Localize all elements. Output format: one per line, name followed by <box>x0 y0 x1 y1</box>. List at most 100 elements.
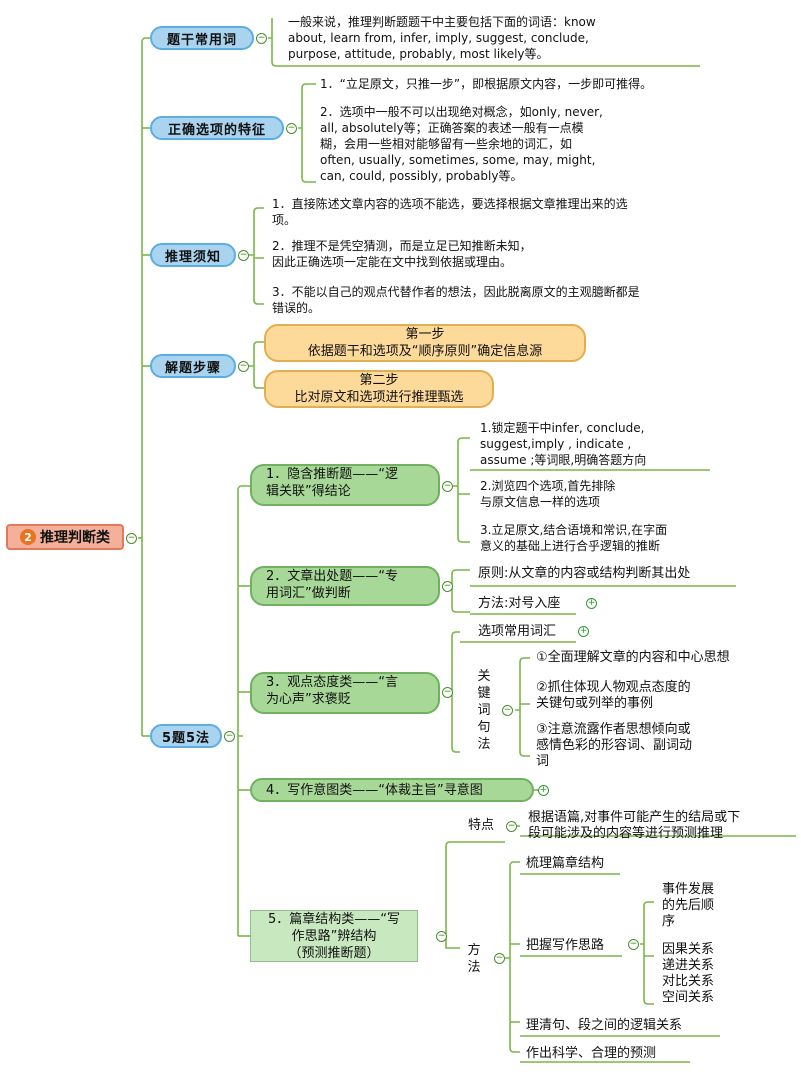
expand-toggle[interactable]: + <box>586 598 597 609</box>
collapse-toggle[interactable]: − <box>224 731 235 742</box>
collapse-toggle[interactable]: − <box>494 953 505 964</box>
vertical-text: 关键词句法 <box>477 669 491 752</box>
t5-method-4: 作出科学、合理的预测 <box>526 1046 657 1061</box>
text-line: purpose, attitude, probably, most likely… <box>288 47 549 61</box>
root-topic[interactable]: 2 推理判断类 <box>6 524 124 550</box>
step-desc: 依据题干和选项及“顺序原则”确定信息源 <box>307 344 543 359</box>
branch-label: 推理须知 <box>164 249 221 265</box>
text-line: 空间关系 <box>662 990 715 1005</box>
collapse-toggle[interactable]: − <box>436 931 447 942</box>
t5-method-2: 把握写作思路 <box>526 938 605 953</box>
priority-badge: 2 <box>20 529 36 545</box>
text-line: （预测推断题） <box>288 945 380 961</box>
text-line: 2．选项中一般不可以出现绝对概念，如only, never, <box>320 105 603 119</box>
t3-item-1: ①全面理解文章的内容和中心思想 <box>536 650 730 666</box>
expand-toggle[interactable]: + <box>538 785 549 796</box>
text-line: 辑关联”得结论 <box>266 484 351 499</box>
t5-feature-text: 根据语篇,对事件可能产生的结局或下 段可能涉及的内容等进行预测推理 <box>528 810 740 842</box>
text-line: 根据语篇,对事件可能产生的结局或下 <box>528 810 741 825</box>
step-desc: 比对原文和选项进行推理甄选 <box>294 390 464 405</box>
branch-steps[interactable]: 解题步骤 <box>150 354 236 378</box>
note-item-3: 3．不能以自己的观点代替作者的想法，因此脱离原文的主观臆断都是 错误的。 <box>272 284 640 316</box>
text-line: 3．不能以自己的观点代替作者的想法，因此脱离原文的主观臆断都是 <box>272 285 640 299</box>
branch-features[interactable]: 正确选项的特征 <box>150 116 284 140</box>
note-item-2: 2．推理不是凭空猜测，而是立足已知推断未知， 因此正确选项一定能在文中找到依据或… <box>272 238 532 270</box>
type-attitude[interactable]: 3．观点态度类——“言 为心声”求褒贬 <box>250 672 440 714</box>
text-line: often, usually, sometimes, some, may, mi… <box>320 153 596 167</box>
step-2[interactable]: 第二步 比对原文和选项进行推理甄选 <box>264 370 494 408</box>
branch-label: 解题步骤 <box>164 360 221 376</box>
t5-method-label: 方法 <box>466 942 482 976</box>
text-line: all, absolutely等；正确答案的表述一般有一点模 <box>320 121 584 135</box>
text-line: 用词汇”做判断 <box>266 586 351 601</box>
type-writing-intent[interactable]: 4．写作意图类——“体裁主旨”寻意图 <box>250 778 534 802</box>
text-line: ③注意流露作者思想倾向或 <box>536 722 691 737</box>
branch-notes[interactable]: 推理须知 <box>150 243 236 267</box>
text-line: 3．观点态度类——“言 <box>266 675 399 690</box>
collapse-toggle[interactable]: − <box>238 361 249 372</box>
text-line: 作思路”辨结构 <box>291 928 377 944</box>
branch-tigan-text: 一般来说，推理判断题题干中主要包括下面的词语：know about, learn… <box>288 14 596 62</box>
text-line: 1.锁定题干中infer, conclude, <box>480 421 645 435</box>
step-1[interactable]: 第一步 依据题干和选项及“顺序原则”确定信息源 <box>264 324 586 362</box>
t2-method: 方法:对号入座 <box>478 596 561 611</box>
text-line: suggest,imply , indicate , <box>480 437 632 451</box>
collapse-toggle[interactable]: − <box>256 33 267 44</box>
root-label: 推理判断类 <box>40 530 110 546</box>
text-line: 4．写作意图类——“体裁主旨”寻意图 <box>266 782 483 798</box>
t1-item-3: 3.立足原文,结合语境和常识,在字面 意义的基础上进行合乎逻辑的推断 <box>480 522 667 554</box>
t1-item-2: 2.浏览四个选项,首先排除 与原文信息一样的选项 <box>480 478 615 510</box>
text-line: 意义的基础上进行合乎逻辑的推断 <box>480 539 661 553</box>
t5-method-1: 梳理篇章结构 <box>526 856 605 871</box>
text-line: 1．直接陈述文章内容的选项不能选，要选择根据文章推理出来的选 <box>272 197 628 211</box>
collapse-toggle[interactable]: − <box>502 705 513 716</box>
branch-tigan[interactable]: 题干常用词 <box>150 26 254 50</box>
text-line: 糊，会用一些相对能够留有一些余地的词汇，如 <box>320 137 573 151</box>
branch-label: 5题5法 <box>161 730 211 746</box>
text-line: 的先后顺 <box>662 898 715 913</box>
t3-item-2: ②抓住体现人物观点态度的 关键句或列举的事例 <box>536 680 691 712</box>
collapse-toggle[interactable]: − <box>506 821 517 832</box>
text-line: 因此正确选项一定能在文中找到依据或理由。 <box>272 255 513 269</box>
type-implied-inference[interactable]: 1．隐含推断题——“逻 辑关联”得结论 <box>250 464 440 506</box>
type-source[interactable]: 2．文章出处题——“专 用词汇”做判断 <box>250 566 440 606</box>
text-line: 为心声”求褒贬 <box>266 692 351 707</box>
collapse-toggle[interactable]: − <box>628 939 639 950</box>
t5-method-3: 理清句、段之间的逻辑关系 <box>526 1018 683 1033</box>
feature-item-2: 2．选项中一般不可以出现绝对概念，如only, never, all, abso… <box>320 104 603 184</box>
text-line: 因果关系 <box>662 942 715 957</box>
t1-item-1: 1.锁定题干中infer, conclude, suggest,imply , … <box>480 420 646 468</box>
t2-principle: 原则:从文章的内容或结构判断其出处 <box>478 566 691 581</box>
vertical-text: 方法 <box>467 943 481 975</box>
text-line: can, could, possibly, probably等。 <box>320 169 523 183</box>
text-line: 感情色彩的形容词、副词动 <box>536 738 693 753</box>
t5-sub-1: 事件发展 的先后顺 序 <box>662 882 714 930</box>
text-line: 递进关系 <box>662 958 715 973</box>
type-structure[interactable]: 5．篇章结构类——“写 作思路”辨结构 （预测推断题） <box>250 910 418 962</box>
collapse-toggle[interactable]: − <box>286 123 297 134</box>
expand-toggle[interactable]: + <box>578 626 589 637</box>
text-line: 3.立足原文,结合语境和常识,在字面 <box>480 523 668 537</box>
collapse-toggle[interactable]: − <box>442 481 453 492</box>
text-line: 事件发展 <box>662 882 715 897</box>
t5-feature-label: 特点 <box>468 818 495 833</box>
text-line: assume ;等词眼,明确答题方向 <box>480 453 647 467</box>
text-line: 2．推理不是凭空猜测，而是立足已知推断未知， <box>272 239 532 253</box>
t3-item-3: ③注意流露作者思想倾向或 感情色彩的形容词、副词动 词 <box>536 722 692 770</box>
branch-five-methods[interactable]: 5题5法 <box>150 724 222 748</box>
text-line: 与原文信息一样的选项 <box>480 495 601 509</box>
t5-sub-2: 因果关系 递进关系 对比关系 空间关系 <box>662 942 714 1006</box>
text-line: 关键句或列举的事例 <box>536 696 654 711</box>
step-title: 第一步 <box>405 327 445 342</box>
collapse-toggle[interactable]: − <box>126 533 137 544</box>
text-line: 词 <box>536 754 550 769</box>
collapse-toggle[interactable]: − <box>442 581 453 592</box>
text-line: 对比关系 <box>662 974 715 989</box>
text-line: 段可能涉及的内容等进行预测推理 <box>528 826 724 841</box>
text-line: ①全面理解文章的内容和中心思想 <box>536 650 730 665</box>
text-line: 5．篇章结构类——“写 <box>267 911 400 927</box>
collapse-toggle[interactable]: − <box>238 250 249 261</box>
note-item-1: 1．直接陈述文章内容的选项不能选，要选择根据文章推理出来的选 项。 <box>272 196 628 228</box>
text-line: ②抓住体现人物观点态度的 <box>536 680 691 695</box>
collapse-toggle[interactable]: − <box>442 687 453 698</box>
